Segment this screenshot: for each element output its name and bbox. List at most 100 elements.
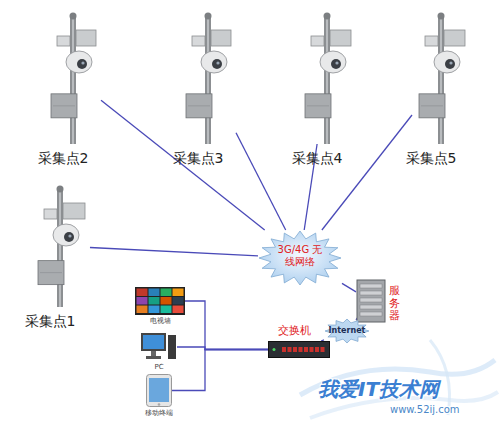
point-label: 采集点4 bbox=[268, 150, 366, 166]
equipment-box bbox=[186, 94, 212, 118]
camera-dome bbox=[201, 51, 227, 73]
box-seam bbox=[421, 105, 443, 106]
monitor-stand bbox=[151, 351, 156, 356]
drive-bay bbox=[360, 291, 382, 295]
tablet-screen bbox=[149, 378, 169, 402]
camera-pole-graphic bbox=[45, 12, 101, 144]
bracket bbox=[192, 36, 205, 46]
switch-port bbox=[315, 347, 319, 352]
lens-glint bbox=[81, 61, 84, 64]
pole-cap bbox=[70, 13, 77, 20]
network-switch-graphic bbox=[268, 341, 330, 358]
screen-tile bbox=[149, 306, 160, 314]
drive-bay bbox=[360, 284, 382, 288]
camera-lens bbox=[77, 59, 87, 69]
pole-shaft bbox=[438, 16, 444, 144]
pc-tower bbox=[168, 335, 176, 359]
tv-frame bbox=[135, 287, 185, 315]
pole-shine bbox=[207, 16, 209, 144]
lens-glint bbox=[68, 234, 71, 237]
drive-bay bbox=[360, 298, 382, 302]
screen-tile bbox=[161, 297, 172, 305]
box-seam bbox=[53, 105, 75, 106]
equipment-box bbox=[51, 94, 77, 118]
pole-cap bbox=[57, 186, 64, 193]
mobile-terminal: 移动终端 bbox=[146, 374, 172, 407]
pole-shaft bbox=[57, 189, 63, 307]
bracket bbox=[425, 36, 438, 46]
antenna-panel bbox=[76, 30, 96, 46]
camera-dome bbox=[434, 51, 460, 73]
screen-tile bbox=[137, 306, 148, 314]
switch-port bbox=[299, 347, 303, 352]
tv-wall: 电视墙 bbox=[135, 287, 185, 315]
camera-pole-graphic bbox=[298, 12, 356, 144]
tv-wall-graphic bbox=[135, 287, 185, 315]
network-link bbox=[172, 350, 268, 391]
network-link bbox=[322, 115, 412, 230]
screen-tile bbox=[173, 297, 184, 305]
monitor bbox=[141, 333, 166, 351]
lens-glint bbox=[335, 61, 338, 64]
bracket bbox=[57, 36, 70, 46]
server-case bbox=[357, 280, 385, 322]
camera-pole-graphic bbox=[180, 12, 236, 144]
pole-shaft bbox=[70, 16, 76, 144]
camera-dome bbox=[66, 51, 92, 73]
power-led bbox=[273, 348, 276, 351]
device-label: 移动终端 bbox=[131, 409, 187, 417]
camera-pole: 采集点4 bbox=[298, 12, 356, 144]
pole-cap bbox=[205, 13, 212, 20]
camera-dome bbox=[53, 224, 79, 246]
screen-tile bbox=[149, 297, 160, 305]
equipment-box bbox=[419, 94, 445, 118]
watermark-url: www.52ij.com bbox=[390, 404, 460, 415]
device-label: PC bbox=[126, 363, 192, 371]
camera-pole-graphic bbox=[30, 185, 90, 307]
bracket bbox=[44, 209, 57, 219]
pole-shine bbox=[59, 189, 61, 307]
switch-port bbox=[304, 347, 308, 352]
point-label: 采集点5 bbox=[382, 150, 480, 166]
point-label: 采集点1 bbox=[0, 313, 100, 329]
switch-label: 交换机 bbox=[278, 325, 338, 338]
box-seam bbox=[307, 105, 329, 106]
wireless-cloud: 3G/4G 无线网络 bbox=[258, 230, 342, 286]
network-link bbox=[101, 100, 265, 230]
network-link bbox=[321, 340, 324, 341]
point-label: 采集点2 bbox=[15, 150, 111, 166]
monitor-screen bbox=[143, 335, 164, 349]
lens-glint bbox=[449, 61, 452, 64]
pole-shine bbox=[440, 16, 442, 144]
switch-port bbox=[310, 347, 314, 352]
server-label: 服务器 bbox=[389, 285, 402, 323]
drive-bay bbox=[360, 305, 382, 309]
pc-icon: PC bbox=[141, 333, 177, 361]
switch-port bbox=[321, 347, 325, 352]
internet-cloud: Internet bbox=[324, 318, 370, 344]
cloud-label: 3G/4G 无线网络 bbox=[258, 244, 342, 267]
network-link bbox=[185, 301, 268, 350]
network-link bbox=[90, 248, 258, 256]
antenna-panel bbox=[444, 30, 465, 46]
pole-shaft bbox=[324, 16, 330, 144]
camera-pole: 采集点2 bbox=[45, 12, 101, 144]
camera-lens bbox=[212, 59, 222, 69]
screen-tile bbox=[173, 289, 184, 297]
network-link bbox=[236, 133, 286, 230]
screen-tile bbox=[161, 306, 172, 314]
camera-lens bbox=[445, 59, 455, 69]
camera-pole: 采集点5 bbox=[412, 12, 470, 144]
antenna-panel bbox=[211, 30, 231, 46]
camera-lens bbox=[64, 232, 74, 242]
screen-tile bbox=[137, 297, 148, 305]
switch-port bbox=[288, 347, 292, 352]
screen-tile bbox=[161, 289, 172, 297]
device-label: 电视墙 bbox=[120, 317, 200, 325]
server-icon: 服务器 bbox=[356, 279, 386, 323]
switch-case bbox=[269, 342, 330, 358]
camera-pole-graphic bbox=[412, 12, 470, 144]
switch-port bbox=[293, 347, 297, 352]
cloud-label: Internet bbox=[324, 326, 370, 335]
